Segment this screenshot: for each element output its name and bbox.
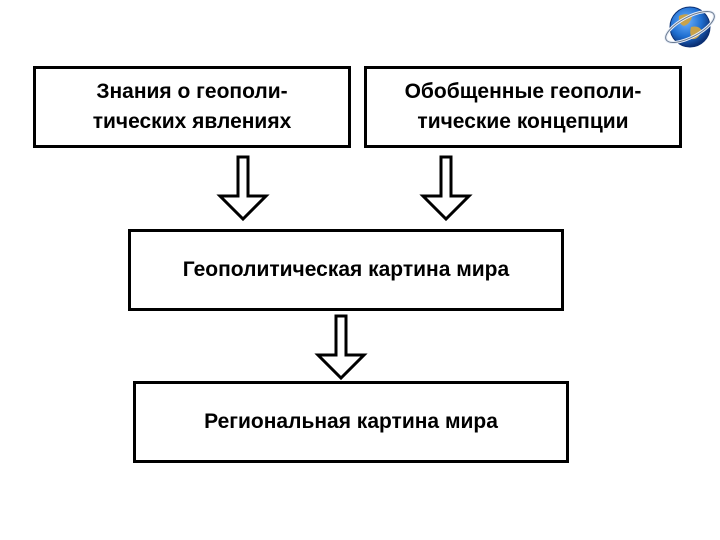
arrow-knowledge-to-geo bbox=[216, 155, 270, 222]
node-concepts: Обобщенные геополи- тические концепции bbox=[364, 66, 682, 148]
globe-icon bbox=[664, 6, 716, 48]
node-concepts-line2: тические концепции bbox=[417, 110, 629, 133]
node-geopolitical-picture-label: Геополитическая картина мира bbox=[182, 258, 510, 281]
node-knowledge: Знания о геополи- тических явлениях bbox=[33, 66, 351, 148]
node-regional-picture: Региональная картина мира bbox=[133, 381, 569, 463]
node-regional-picture-label: Региональная картина мира bbox=[204, 410, 498, 433]
arrow-concepts-to-geo bbox=[419, 155, 473, 222]
node-knowledge-line1: Знания о геополи- bbox=[96, 80, 288, 103]
node-concepts-line1: Обобщенные геополи- bbox=[404, 80, 642, 103]
node-knowledge-line2: тических явлениях bbox=[92, 110, 292, 133]
node-geopolitical-picture: Геополитическая картина мира bbox=[128, 229, 564, 311]
arrow-geo-to-regional bbox=[314, 314, 368, 381]
